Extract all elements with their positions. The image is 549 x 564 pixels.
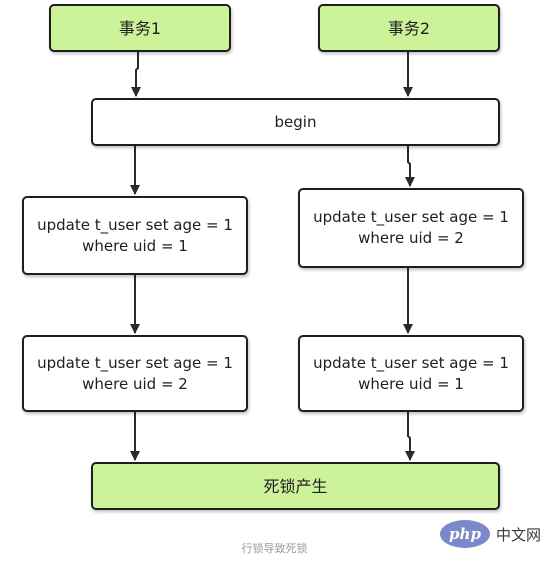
- transaction-2-node: 事务2: [318, 4, 500, 52]
- site-name: 中文网: [496, 525, 542, 544]
- left-update-uid2-node: update t_user set age = 1 where uid = 2: [22, 335, 248, 412]
- right-update-uid2-node: update t_user set age = 1 where uid = 2: [298, 188, 524, 268]
- right-step1-line2: where uid = 2: [358, 229, 464, 247]
- right-update-uid1-node: update t_user set age = 1 where uid = 1: [298, 335, 524, 412]
- arrow-begin-to-right-step1: [405, 146, 415, 187]
- php-logo-icon: php: [440, 520, 490, 548]
- php-cn-watermark: php 中文网: [440, 518, 544, 550]
- figure-caption: 行锁导致死锁: [241, 542, 308, 555]
- deadlock-label: 死锁产生: [263, 476, 328, 496]
- right-step2-line1: update t_user set age = 1: [313, 353, 509, 372]
- right-step2-line2: where uid = 1: [358, 374, 464, 393]
- left-step1-line1: update t_user set age = 1: [37, 215, 233, 234]
- begin-label: begin: [274, 112, 317, 131]
- left-step1-line2: where uid = 1: [82, 236, 188, 255]
- left-step2-line1: update t_user set age = 1: [37, 353, 233, 372]
- transaction-1-label: 事务1: [118, 18, 162, 38]
- begin-node: begin: [91, 98, 500, 146]
- transaction-1-node: 事务1: [49, 4, 231, 52]
- deadlock-node: 死锁产生: [91, 462, 500, 510]
- php-logo-text: php: [449, 525, 481, 543]
- transaction-2-label: 事务2: [387, 18, 431, 38]
- arrow-right-step2-to-deadlock: [405, 412, 415, 461]
- left-update-uid1-node: update t_user set age = 1 where uid = 1: [22, 196, 248, 275]
- left-step2-line2: where uid = 2: [82, 374, 188, 393]
- right-step1-line1: update t_user set age = 1: [313, 208, 509, 226]
- arrow-tx1-to-begin: [131, 52, 141, 97]
